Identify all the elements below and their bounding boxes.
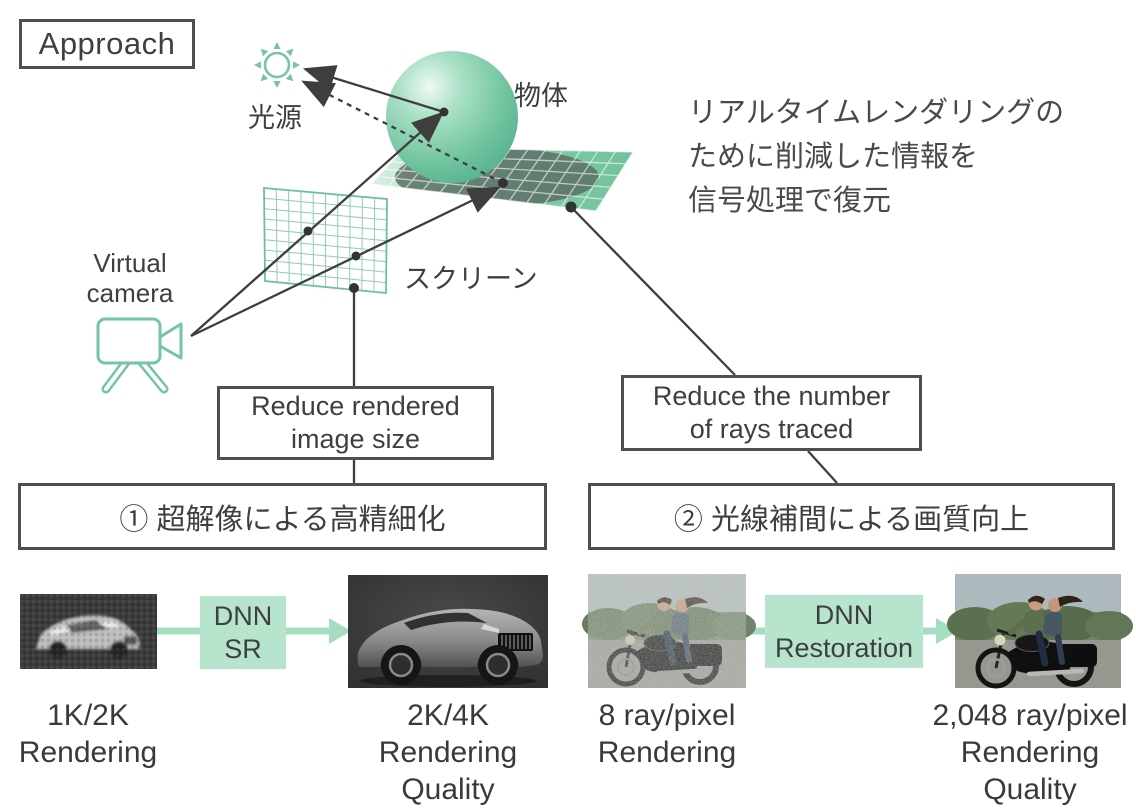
sr-input-caption: 1K/2K Rendering bbox=[18, 699, 158, 769]
reduce-rays-callout: Reduce the number of rays traced bbox=[621, 375, 922, 451]
high-res-car-image bbox=[348, 575, 548, 688]
method1-box: ① 超解像による高精細化 bbox=[18, 483, 547, 550]
floor-callout-connector bbox=[570, 206, 736, 376]
sun-icon bbox=[254, 42, 300, 88]
noisy-motorcycle-image bbox=[582, 574, 756, 688]
camera-to-shadow-ray bbox=[190, 186, 501, 338]
ray-lines bbox=[190, 65, 838, 484]
light-source-label: 光源 bbox=[248, 103, 302, 133]
clean-motorcycle-image bbox=[947, 574, 1133, 689]
screen-label: スクリーン bbox=[404, 264, 538, 294]
annotation-text: リアルタイムレンダリングの ために削減した情報を 信号処理で復元 bbox=[688, 97, 1065, 217]
ray-input-caption: 8 ray/pixel Rendering bbox=[597, 699, 737, 769]
sr-pipeline-arrow bbox=[157, 618, 351, 644]
object-sphere bbox=[386, 51, 518, 183]
object-label: 物体 bbox=[514, 81, 568, 111]
low-res-car-image bbox=[20, 594, 157, 669]
shadow-to-light-ray-dashed bbox=[301, 80, 504, 185]
camera-to-object-ray bbox=[190, 111, 445, 337]
approach-title: Approach bbox=[38, 26, 176, 61]
dnn-restoration-process-box: DNN Restoration bbox=[765, 595, 923, 668]
dnn-sr-process-box: DNN SR bbox=[200, 596, 286, 669]
grid-screen bbox=[263, 187, 388, 294]
virtual-camera-label: Virtual camera bbox=[86, 248, 174, 308]
sr-output-caption: 2K/4K Rendering Quality bbox=[378, 699, 518, 806]
video-camera-icon bbox=[96, 317, 183, 394]
approach-title-box: Approach bbox=[19, 19, 195, 69]
sample-points bbox=[303, 107, 577, 293]
callout-method2-connector bbox=[807, 450, 838, 484]
method2-box: ② 光線補間による画質向上 bbox=[588, 483, 1115, 550]
object-to-light-ray bbox=[302, 65, 445, 114]
reduce-image-callout: Reduce rendered image size bbox=[217, 386, 494, 460]
ray-output-caption: 2,048 ray/pixel Rendering Quality bbox=[932, 699, 1128, 806]
